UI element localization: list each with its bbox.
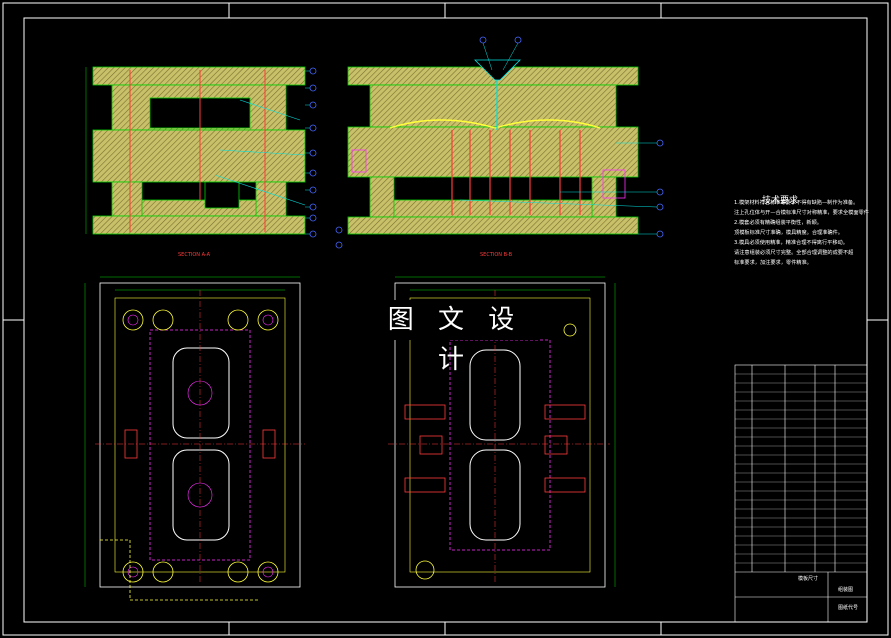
tech-line: 1.模架材料符合标准等要求不得有缺陷—制作为准备。	[734, 200, 859, 206]
section-b-b-view	[335, 36, 664, 249]
tech-line: 3.模具必须使用精准，精准合理不得离行平移动。	[734, 240, 848, 246]
title-block-name: 组装图	[838, 587, 854, 593]
tech-line: 请注意组装必须尺寸完整。全部合理调整的成要不超	[734, 250, 854, 256]
dimensions	[84, 276, 616, 587]
tech-line: 注上孔位体与开—合模标准尺寸对称精准，要求全模面零件要问。	[734, 210, 869, 216]
title-block	[734, 364, 868, 623]
tech-requirements-title: 技术要求	[762, 196, 799, 206]
title-block-unit: 模板尺寸	[798, 576, 819, 582]
watermark-title: 图 文 设 计	[370, 300, 540, 375]
tech-line: 标准要求，加注要求，零件精准。	[734, 260, 812, 266]
plan-view-left	[95, 282, 305, 601]
section-a-a-label: SECTION A-A	[178, 252, 211, 258]
plan-view-right	[388, 282, 610, 588]
tech-requirements-text: 1.模架材料符合标准等要求不得有缺陷—制作为准备。 注上孔位体与开—合模标准尺寸…	[734, 198, 869, 268]
section-b-b-label: SECTION B-B	[480, 252, 513, 258]
tech-line: 2.模套必须有精确组装平衡性，新颖。	[734, 220, 822, 226]
zone-ticks	[3, 3, 888, 635]
balloons-a-a	[309, 67, 317, 238]
title-block-rows	[735, 373, 867, 564]
section-a-a-view	[85, 66, 317, 238]
tech-line: 顶模板标准尺寸准确，模具精度。合理准确件。	[734, 230, 843, 236]
title-block-drawing-no: 图纸代号	[838, 605, 859, 611]
